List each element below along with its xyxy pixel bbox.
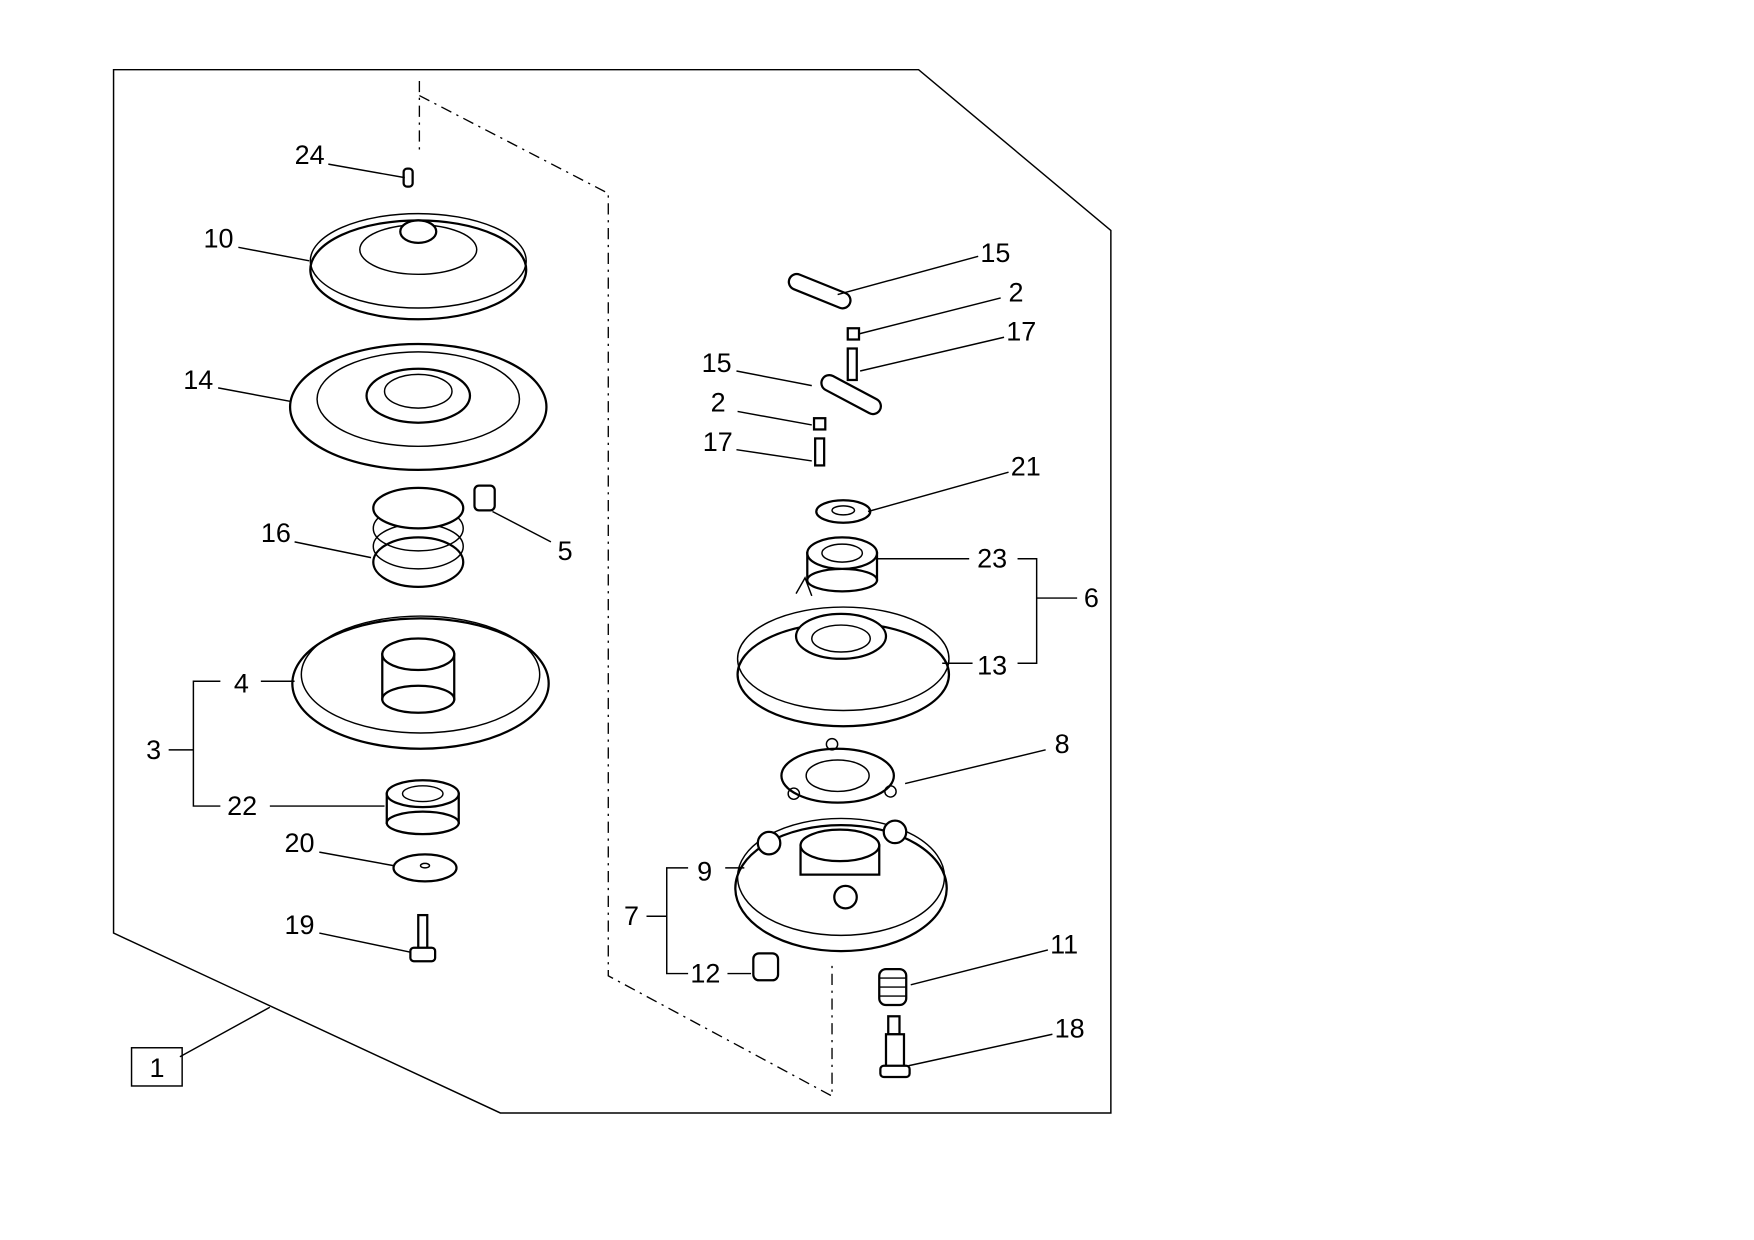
- part-11-spring: [878, 967, 908, 1007]
- callout-9: 9: [697, 856, 712, 886]
- callout-21: 21: [1011, 452, 1041, 482]
- part-17-screw-lower: [814, 437, 826, 467]
- callout-15-lower: 15: [702, 348, 732, 378]
- part-2-nut-lower: [812, 417, 827, 431]
- callout-18: 18: [1055, 1014, 1085, 1044]
- part-15-spring-upper: [787, 272, 852, 310]
- part-4-housing: [291, 615, 550, 750]
- callout-23: 23: [977, 544, 1007, 574]
- leader-lines: [168, 163, 1078, 1067]
- part-20-washer: [392, 853, 458, 883]
- part-9-cover: [734, 817, 948, 953]
- callout-10: 10: [204, 223, 234, 253]
- part-19-bolt: [409, 913, 437, 963]
- part-18-shaft: [879, 1015, 911, 1079]
- callout-17-lower: 17: [703, 427, 733, 457]
- callout-19: 19: [284, 910, 314, 940]
- part-10-cover: [309, 212, 528, 321]
- callout-8: 8: [1055, 729, 1070, 759]
- part-2-nut-upper: [846, 327, 861, 341]
- assembly-label-box: [130, 1047, 183, 1087]
- callout-5: 5: [558, 536, 573, 566]
- group-divider-dashed: [418, 80, 833, 1098]
- part-15-spring-lower: [820, 373, 882, 416]
- callout-15-upper: 15: [980, 238, 1010, 268]
- callout-14: 14: [183, 365, 213, 395]
- callout-11: 11: [1050, 929, 1078, 959]
- callout-4: 4: [234, 669, 249, 699]
- callout-12: 12: [690, 959, 720, 989]
- part-5-pin: [473, 484, 496, 512]
- callout-6: 6: [1084, 583, 1099, 613]
- callout-20: 20: [284, 828, 314, 858]
- callout-2-lower: 2: [711, 387, 726, 417]
- callout-22: 22: [227, 791, 257, 821]
- assembly-outline: [112, 68, 1112, 1114]
- part-17-screw-upper: [846, 347, 858, 382]
- callout-13: 13: [977, 651, 1007, 681]
- callout-24: 24: [295, 140, 325, 170]
- part-8-gasket: [780, 737, 897, 804]
- part-14-plate: [288, 342, 548, 472]
- part-23-bearing: [806, 536, 879, 593]
- callout-3: 3: [146, 735, 161, 765]
- assembly-label: 1: [150, 1053, 165, 1083]
- callout-7: 7: [624, 901, 639, 931]
- callout-17-upper: 17: [1006, 317, 1036, 347]
- part-16-spring: [372, 486, 465, 588]
- part-21-washer: [815, 499, 872, 524]
- callout-16: 16: [261, 518, 291, 548]
- callout-2-upper: 2: [1009, 277, 1024, 307]
- part-12-plug: [752, 952, 780, 982]
- part-13-clutch-housing: [736, 576, 951, 728]
- part-24-key: [402, 167, 414, 188]
- part-22-bearing: [385, 779, 460, 836]
